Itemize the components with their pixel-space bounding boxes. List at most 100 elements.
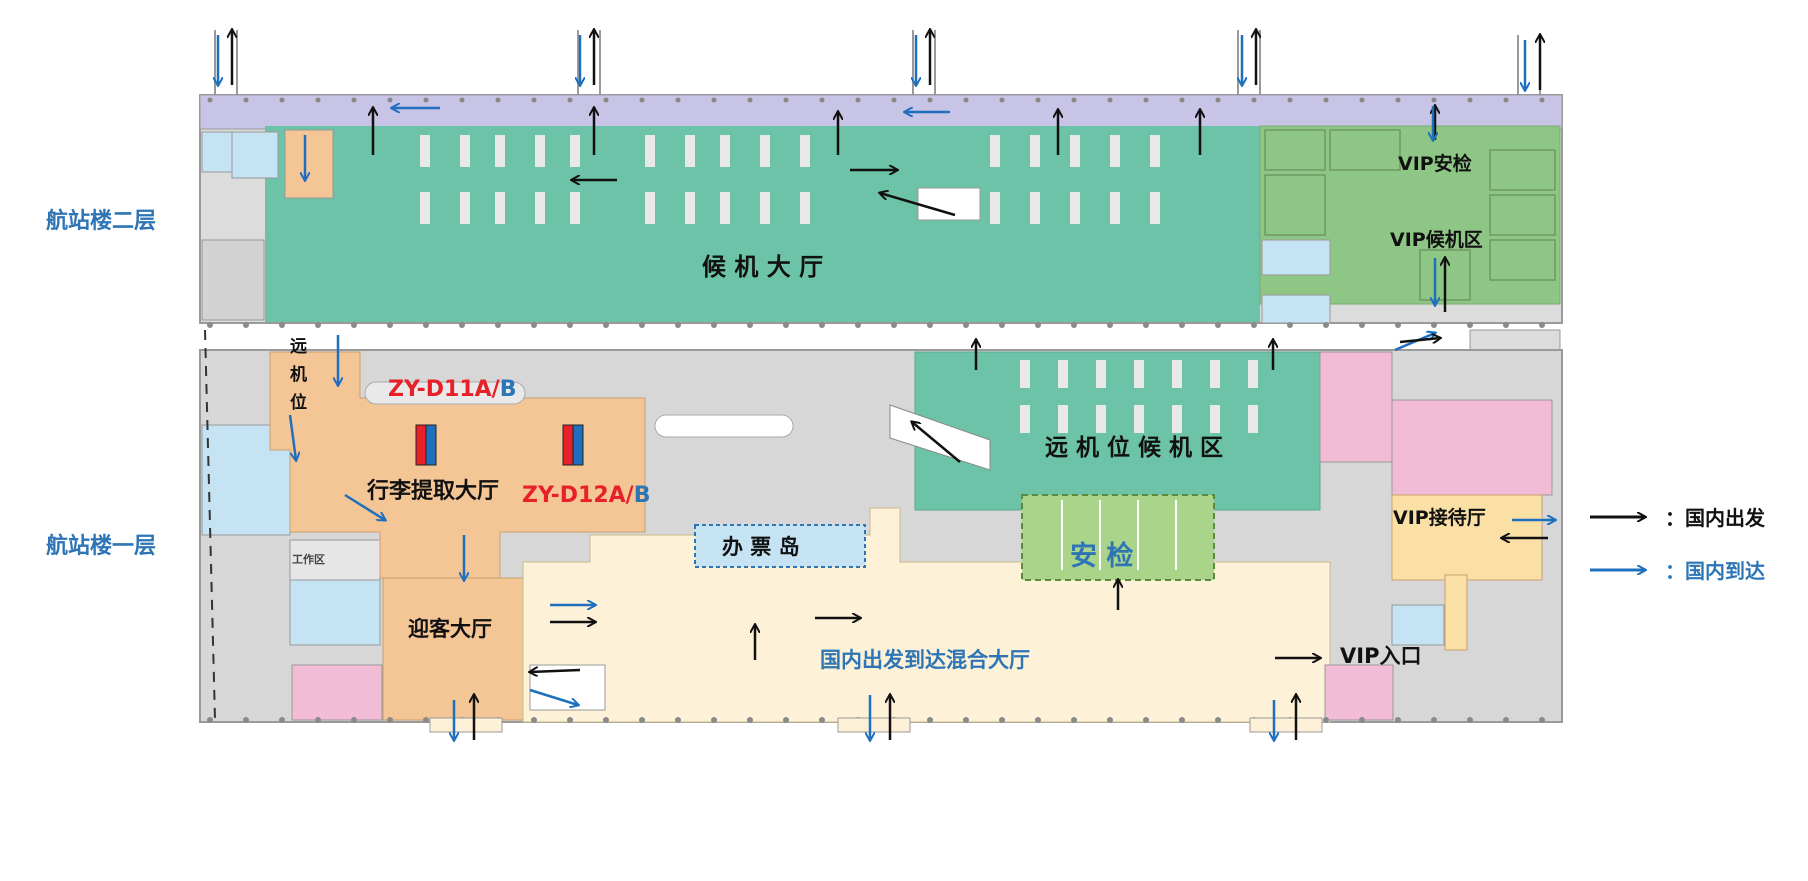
seat-row (1134, 405, 1144, 433)
light-blue-lower-right (1391, 604, 1445, 646)
column-dot (243, 97, 249, 103)
column-dot (783, 97, 789, 103)
departure-arrow (880, 193, 956, 217)
column-dot (387, 97, 393, 103)
seat-row (1150, 135, 1160, 167)
remote-seating-rows (1020, 360, 1258, 433)
seat-row (535, 135, 545, 167)
seat-row (1110, 192, 1120, 224)
vip-entrance-label: VIP入口 (1340, 644, 1421, 668)
column-dot (387, 322, 393, 328)
column-dot (1359, 717, 1365, 723)
column-dot (819, 322, 825, 328)
column-dot (351, 717, 357, 723)
seat-row (720, 135, 730, 167)
seat-row (1096, 405, 1106, 433)
column-dot (1539, 97, 1545, 103)
structural-columns (207, 97, 1545, 723)
column-dot (891, 97, 897, 103)
seat-row (645, 192, 655, 224)
seat-row (1210, 360, 1220, 388)
legend: ：国内出发 ：国内到达 (1590, 506, 1766, 583)
column-dot (1503, 717, 1509, 723)
left-light-blue-block-2 (289, 579, 381, 646)
column-dot (1467, 717, 1473, 723)
upper-floor-plan (199, 30, 1563, 401)
column-dot (1107, 97, 1113, 103)
column-dot (207, 717, 213, 723)
seat-row (460, 135, 470, 167)
seat-row (1134, 360, 1144, 388)
seat-row (1070, 192, 1080, 224)
column-dot (927, 97, 933, 103)
seat-row (990, 135, 1000, 167)
seat-row (570, 135, 580, 167)
column-dot (819, 717, 825, 723)
column-dot (999, 717, 1005, 723)
column-dot (567, 322, 573, 328)
column-dot (1071, 97, 1077, 103)
column-dot (1071, 322, 1077, 328)
column-dot (711, 97, 717, 103)
security-label: 安 检 (1070, 540, 1133, 572)
greeting-hall-area (382, 577, 524, 721)
mixed-hall-label: 国内出发到达混合大厅 (820, 648, 1030, 672)
seat-row (1248, 360, 1258, 388)
seat-row (800, 135, 810, 167)
security-area (1021, 494, 1215, 581)
seat-row (1096, 360, 1106, 388)
seat-row (1020, 405, 1030, 433)
arrival-arrow (288, 414, 296, 460)
arrival-arrow (529, 688, 578, 705)
column-dot (603, 717, 609, 723)
column-dot (603, 322, 609, 328)
column-dot (279, 322, 285, 328)
seat-row (420, 135, 430, 167)
seat-row (1030, 192, 1040, 224)
column-dot (747, 97, 753, 103)
column-dot (1323, 322, 1329, 328)
seat-row (760, 135, 770, 167)
column-dot (207, 97, 213, 103)
seat-row (1058, 405, 1068, 433)
column-dot (675, 717, 681, 723)
column-dot (315, 322, 321, 328)
column-dot (1431, 97, 1437, 103)
column-dot (747, 322, 753, 328)
legend-arrival-label: ：国内到达 (1665, 559, 1765, 583)
arrival-arrow (344, 493, 385, 520)
column-dot (1359, 97, 1365, 103)
column-dot (495, 322, 501, 328)
column-dot (1323, 97, 1329, 103)
column-dot (783, 717, 789, 723)
column-dot (855, 97, 861, 103)
departure-hall-label: 候 机 大 厅 (702, 253, 823, 281)
remote-waiting-label: 远 机 位 候 机 区 (1045, 434, 1223, 461)
seat-row (1110, 135, 1120, 167)
seating-rows (420, 135, 1160, 224)
column-dot (999, 322, 1005, 328)
left-wing-blue-room-2 (231, 131, 279, 179)
column-dot (1035, 97, 1041, 103)
outer-wall-dashed (204, 329, 216, 721)
column-dot (279, 717, 285, 723)
column-dot (459, 97, 465, 103)
column-dot (531, 322, 537, 328)
column-dot (1035, 717, 1041, 723)
column-dot (1143, 322, 1149, 328)
legend-departure-label: ：国内出发 (1665, 506, 1766, 530)
seat-row (420, 192, 430, 224)
column-dot (1035, 322, 1041, 328)
column-dot (639, 717, 645, 723)
column-dot (1215, 322, 1221, 328)
column-dot (1215, 717, 1221, 723)
seat-row (1070, 135, 1080, 167)
column-dot (1287, 322, 1293, 328)
column-dot (495, 97, 501, 103)
column-dot (315, 97, 321, 103)
column-dot (1359, 322, 1365, 328)
escalator-upper (917, 187, 981, 221)
carousel-unit-2 (562, 424, 584, 466)
seat-row (1058, 360, 1068, 388)
column-dot (1323, 717, 1329, 723)
